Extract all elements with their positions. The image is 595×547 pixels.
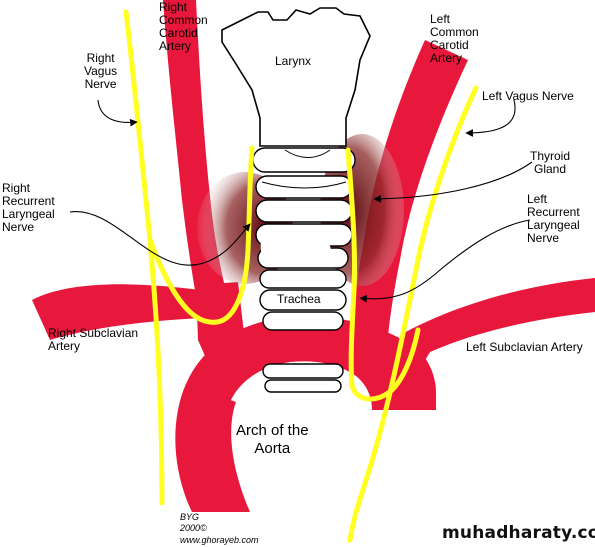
label-left-subclavian: Left Subclavian Artery	[466, 340, 583, 354]
left-subclavian-artery	[392, 278, 595, 382]
label-aortic-arch: Arch of the Aorta	[236, 422, 309, 457]
label-larynx: Larynx	[275, 54, 312, 68]
label-right-recurrent: Right Recurrent Laryngeal Nerve	[2, 181, 55, 234]
left-vagus-arrow	[465, 99, 516, 137]
credit-initials: BYG	[180, 512, 200, 522]
label-left-recurrent: Left Recurrent Laryngeal Nerve	[527, 192, 580, 245]
left-common-carotid-artery	[350, 40, 468, 360]
thyroid-arrow	[373, 161, 533, 203]
aortic-arch	[176, 316, 436, 512]
descending-aorta	[175, 384, 250, 512]
label-right-vagus: Right Vagus Nerve	[84, 51, 118, 91]
label-trachea: Trachea	[277, 292, 321, 306]
credit-year: 2000©	[180, 523, 207, 533]
leader-lines	[69, 99, 533, 303]
label-left-common-carotid: Left Common Carotid Artery	[430, 12, 479, 65]
right-vagus-arrow	[97, 99, 138, 127]
right-recurrent-laryngeal-nerve	[147, 145, 255, 325]
credit-url: www.ghorayeb.com	[180, 535, 259, 545]
larynx-cartilage	[221, 7, 371, 147]
left-recurrent-laryngeal-nerve	[345, 147, 421, 402]
ring-highlights	[261, 149, 347, 189]
watermark-text: muhadharaty.com	[442, 523, 595, 543]
right-subclavian-artery	[32, 284, 205, 340]
label-thyroid: Thyroid Gland	[530, 149, 571, 176]
right-vagus-nerve	[123, 9, 165, 506]
label-right-subclavian: Right Subclavian Artery	[48, 326, 139, 353]
label-right-common-carotid: Right Common Carotid Artery	[159, 0, 208, 53]
left-vagus-nerve	[347, 85, 479, 543]
left-recurrent-arrow	[359, 219, 531, 303]
label-left-vagus: Left Vagus Nerve	[482, 89, 574, 103]
right-recurrent-arrow	[69, 211, 251, 266]
nerves	[123, 9, 479, 543]
thyroid-isthmus	[260, 226, 332, 262]
